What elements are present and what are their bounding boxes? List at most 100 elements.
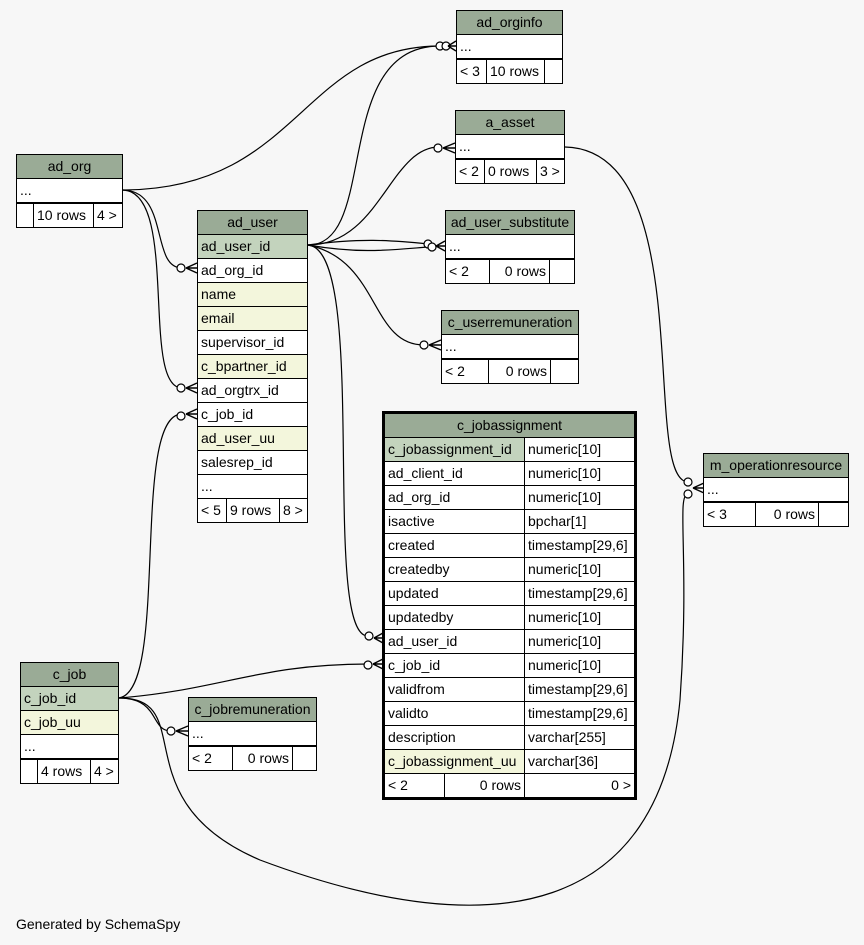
column-type: varchar[255]: [528, 729, 606, 745]
parents-count: [17, 204, 34, 227]
children-count: [819, 503, 848, 526]
column-ellipsis: ...: [17, 179, 122, 203]
column-ellipsis: ...: [189, 722, 316, 746]
parents-count: < 2: [385, 774, 445, 797]
row-count: 0 rows: [756, 503, 819, 526]
children-count: [551, 360, 578, 383]
column-type: bpchar[1]: [528, 513, 587, 529]
table-ad-orginfo[interactable]: ad_orginfo ... < 3 10 rows: [456, 10, 563, 84]
edge-ad-org-ad-orginfo: [121, 45, 441, 191]
column-ellipsis: ...: [456, 135, 564, 159]
column-supervisor-id: supervisor_id: [198, 331, 307, 355]
column-ad-user-id: ad_user_id: [198, 235, 307, 259]
edge-ad-user-ad-orginfo: [307, 45, 441, 246]
column-name: c_job_id: [385, 654, 525, 677]
edge-c-job-c-jobassignment: [118, 663, 369, 699]
children-count: [545, 60, 562, 83]
column-type: timestamp[29,6]: [528, 585, 628, 601]
column-name: c_jobassignment_uu: [385, 750, 525, 773]
column-c-job-id: c_job_id: [198, 403, 307, 427]
column-name: ad_client_id: [385, 462, 525, 485]
column-ad-orgtrx-id: ad_orgtrx_id: [198, 379, 307, 403]
edge-c-job-m-operationresource: [118, 493, 689, 906]
column-type: numeric[10]: [528, 561, 602, 577]
children-count: 0 >: [611, 777, 631, 793]
column-c-job-id: c_job_id: [21, 687, 118, 711]
parents-count: < 3: [704, 503, 756, 526]
table-title: c_jobassignment: [385, 414, 634, 438]
table-title: c_userremuneration: [442, 311, 578, 335]
column-name: createdby: [385, 558, 525, 581]
column-type: numeric[10]: [528, 465, 602, 481]
column-name: validto: [385, 702, 525, 725]
table-title: ad_user: [198, 211, 307, 235]
row-count: 9 rows: [227, 499, 280, 522]
column-ellipsis: ...: [446, 235, 574, 259]
column-email: email: [198, 307, 307, 331]
table-c-jobremuneration[interactable]: c_jobremuneration ... < 2 0 rows: [188, 697, 317, 771]
column-name: c_jobassignment_id: [385, 438, 525, 461]
edge-ad-org-ad-user-org: [121, 189, 183, 269]
column-salesrep-id: salesrep_id: [198, 451, 307, 475]
table-title: c_job: [21, 663, 118, 687]
table-ad-user[interactable]: ad_user ad_user_id ad_org_id name email …: [197, 210, 308, 523]
parents-count: < 2: [189, 747, 233, 770]
row-count: 10 rows: [487, 60, 545, 83]
table-c-job[interactable]: c_job c_job_id c_job_uu ... 4 rows 4 >: [20, 662, 119, 784]
children-count: 4 >: [97, 207, 117, 223]
column-name: updated: [385, 582, 525, 605]
column-type: numeric[10]: [528, 609, 602, 625]
column-name: description: [385, 726, 525, 749]
column-ellipsis: ...: [198, 475, 307, 499]
row-count: 10 rows: [34, 204, 94, 227]
parents-count: < 2: [442, 360, 489, 383]
edge-c-job-ad-user: [118, 413, 183, 699]
children-count: 3 >: [540, 163, 560, 179]
column-type: numeric[10]: [528, 441, 602, 457]
column-ellipsis: ...: [704, 478, 848, 502]
column-ad-user-uu: ad_user_uu: [198, 427, 307, 451]
column-type: numeric[10]: [528, 657, 602, 673]
parents-count: < 3: [457, 60, 487, 83]
column-name: name: [198, 283, 307, 307]
edge-ad-org-ad-user-orgtrx: [121, 189, 183, 389]
column-ellipsis: ...: [457, 35, 562, 59]
children-count: [293, 747, 316, 770]
column-name: created: [385, 534, 525, 557]
table-ad-user-substitute[interactable]: ad_user_substitute ... < 2 0 rows: [445, 210, 575, 284]
column-type: varchar[36]: [528, 753, 599, 769]
edge-ad-user-c-userremuneration: [307, 244, 425, 346]
column-name: validfrom: [385, 678, 525, 701]
table-title: c_jobremuneration: [189, 698, 316, 722]
column-name: isactive: [385, 510, 525, 533]
column-name: ad_user_id: [385, 630, 525, 653]
table-c-userremuneration[interactable]: c_userremuneration ... < 2 0 rows: [441, 310, 579, 384]
row-count: 0 rows: [490, 260, 550, 283]
table-title: m_operationresource: [704, 454, 848, 478]
column-ellipsis: ...: [442, 335, 578, 359]
column-c-job-uu: c_job_uu: [21, 711, 118, 735]
column-name: ad_org_id: [385, 486, 525, 509]
edge-ad-user-a-asset: [307, 146, 440, 246]
table-ad-org[interactable]: ad_org ... 10 rows 4 >: [16, 154, 123, 228]
edge-c-job-c-jobremuneration: [118, 697, 172, 732]
parents-count: < 2: [446, 260, 490, 283]
parents-count: [21, 760, 38, 783]
table-m-operationresource[interactable]: m_operationresource ... < 3 0 rows: [703, 453, 849, 527]
column-c-bpartner-id: c_bpartner_id: [198, 355, 307, 379]
parents-count: < 5: [198, 499, 227, 522]
column-type: numeric[10]: [528, 489, 602, 505]
table-a-asset[interactable]: a_asset ... < 2 0 rows 3 >: [455, 110, 565, 184]
children-count: 8 >: [283, 502, 303, 518]
